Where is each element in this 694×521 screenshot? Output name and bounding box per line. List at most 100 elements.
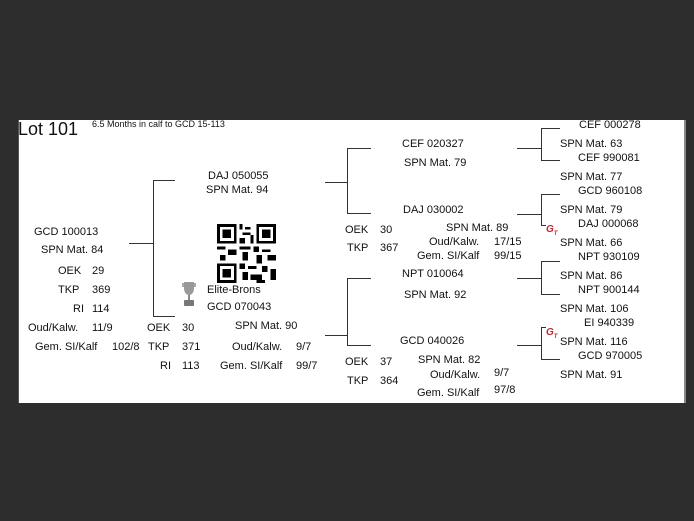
sd-spn: SPN Mat. 89: [446, 222, 509, 234]
gen3-spn: SPN Mat. 63: [560, 138, 623, 150]
dd-oud-label: Oud/Kalw.: [430, 369, 481, 381]
gen3-id: NPT 930109: [578, 251, 640, 263]
connector-line: [541, 128, 560, 129]
dam-oek-label: OEK: [147, 322, 171, 334]
animal-gem: 102/8: [112, 341, 140, 353]
gen3-spn: SPN Mat. 116: [560, 336, 628, 348]
gen3-spn: SPN Mat. 79: [560, 204, 623, 216]
connector-line: [541, 261, 542, 294]
connector-line: [517, 345, 541, 346]
connector-line: [347, 345, 371, 346]
gen3-id: EI 940339: [584, 317, 635, 329]
dd-tkp: 364: [380, 375, 399, 387]
dd-spn: SPN Mat. 82: [418, 354, 481, 366]
connector-line: [541, 261, 560, 262]
dam-oek: 30: [182, 322, 195, 334]
pedigree-sheet: [18, 120, 686, 403]
gt-logo-icon: GT: [546, 327, 558, 340]
gen3-spn: SPN Mat. 106: [560, 303, 629, 315]
gen3-id: GCD 970005: [578, 350, 643, 362]
gen3-spn: SPN Mat. 91: [560, 369, 623, 381]
dam-ri-label: RI: [160, 360, 171, 372]
connector-line: [541, 327, 542, 359]
sd-gem: 99/15: [494, 250, 522, 262]
dd-id: GCD 040026: [400, 335, 465, 347]
gen3-spn: SPN Mat. 66: [560, 237, 623, 249]
dam-tkp-label: TKP: [148, 341, 170, 353]
sd-tkp-label: TKP: [347, 242, 369, 254]
dd-oek: 37: [380, 356, 393, 368]
dd-oud: 9/7: [494, 367, 510, 379]
connector-line: [129, 243, 153, 244]
gt-logo-icon: GT: [546, 224, 558, 237]
gen3-id: CEF 990081: [578, 152, 640, 164]
dam-id: GCD 070043: [207, 301, 272, 313]
animal-oud: 11/9: [92, 322, 113, 334]
connector-line: [541, 128, 542, 160]
ss-id: CEF 020327: [402, 138, 464, 150]
dd-gem: 97/8: [494, 384, 516, 396]
connector-line: [541, 327, 546, 328]
connector-line: [517, 214, 541, 215]
sire-spn: SPN Mat. 94: [206, 184, 269, 196]
animal-gem-label: Gem. SI/Kalf: [35, 341, 98, 353]
connector-line: [347, 148, 348, 213]
connector-line: [517, 278, 541, 279]
animal-spn: SPN Mat. 84: [41, 244, 104, 256]
animal-ri-label: RI: [73, 303, 84, 315]
dam-spn: SPN Mat. 90: [235, 320, 298, 332]
dam-gem-label: Gem. SI/Kalf: [220, 360, 283, 372]
dam-ri: 113: [182, 360, 200, 372]
sd-oud: 17/15: [494, 236, 522, 248]
connector-line: [347, 278, 371, 279]
connector-line: [541, 194, 560, 195]
connector-line: [541, 294, 560, 295]
animal-oud-label: Oud/Kalw.: [28, 322, 79, 334]
dd-tkp-label: TKP: [347, 375, 369, 387]
sd-tkp: 367: [380, 242, 399, 254]
dam-award: Elite-Brons: [207, 284, 261, 296]
dam-oud: 9/7: [296, 341, 312, 353]
sd-id: DAJ 030002: [403, 204, 464, 216]
animal-tkp: 369: [92, 284, 111, 296]
connector-line: [153, 180, 175, 181]
dam-oud-label: Oud/Kalw.: [232, 341, 283, 353]
dam-gem: 99/7: [296, 360, 318, 372]
connector-line: [325, 335, 347, 336]
dd-oek-label: OEK: [345, 356, 369, 368]
gen3-id: CEF 000278: [579, 119, 641, 131]
gen3-id: NPT 900144: [578, 284, 640, 296]
lot-note: 6.5 Months in calf to GCD 15-113: [92, 119, 225, 129]
dd-gem-label: Gem. SI/Kalf: [417, 387, 480, 399]
animal-oek: 29: [92, 265, 105, 277]
lot-title: Lot 101: [18, 119, 79, 139]
connector-line: [325, 182, 347, 183]
gen3-id: GCD 960108: [578, 185, 643, 197]
connector-line: [541, 225, 546, 226]
animal-id: GCD 100013: [34, 226, 99, 238]
connector-line: [347, 213, 371, 214]
connector-line: [541, 194, 542, 225]
sire-id: DAJ 050055: [208, 170, 269, 182]
connector-line: [153, 180, 154, 316]
ds-spn: SPN Mat. 92: [404, 289, 467, 301]
gen3-spn: SPN Mat. 77: [560, 171, 623, 183]
sd-gem-label: Gem. SI/Kalf: [417, 250, 480, 262]
animal-oek-label: OEK: [58, 265, 82, 277]
dam-tkp: 371: [182, 341, 201, 353]
connector-line: [517, 148, 541, 149]
gen3-spn: SPN Mat. 86: [560, 270, 623, 282]
trophy-icon: [182, 282, 196, 306]
sd-oek: 30: [380, 224, 393, 236]
connector-line: [347, 278, 348, 345]
connector-line: [347, 148, 371, 149]
sd-oud-label: Oud/Kalw.: [429, 236, 480, 248]
gen3-id: DAJ 000068: [578, 218, 639, 230]
animal-tkp-label: TKP: [58, 284, 80, 296]
connector-line: [541, 160, 560, 161]
qr-code: [217, 224, 276, 283]
sd-oek-label: OEK: [345, 224, 369, 236]
connector-line: [153, 316, 175, 317]
ss-spn: SPN Mat. 79: [404, 157, 467, 169]
connector-line: [541, 359, 560, 360]
